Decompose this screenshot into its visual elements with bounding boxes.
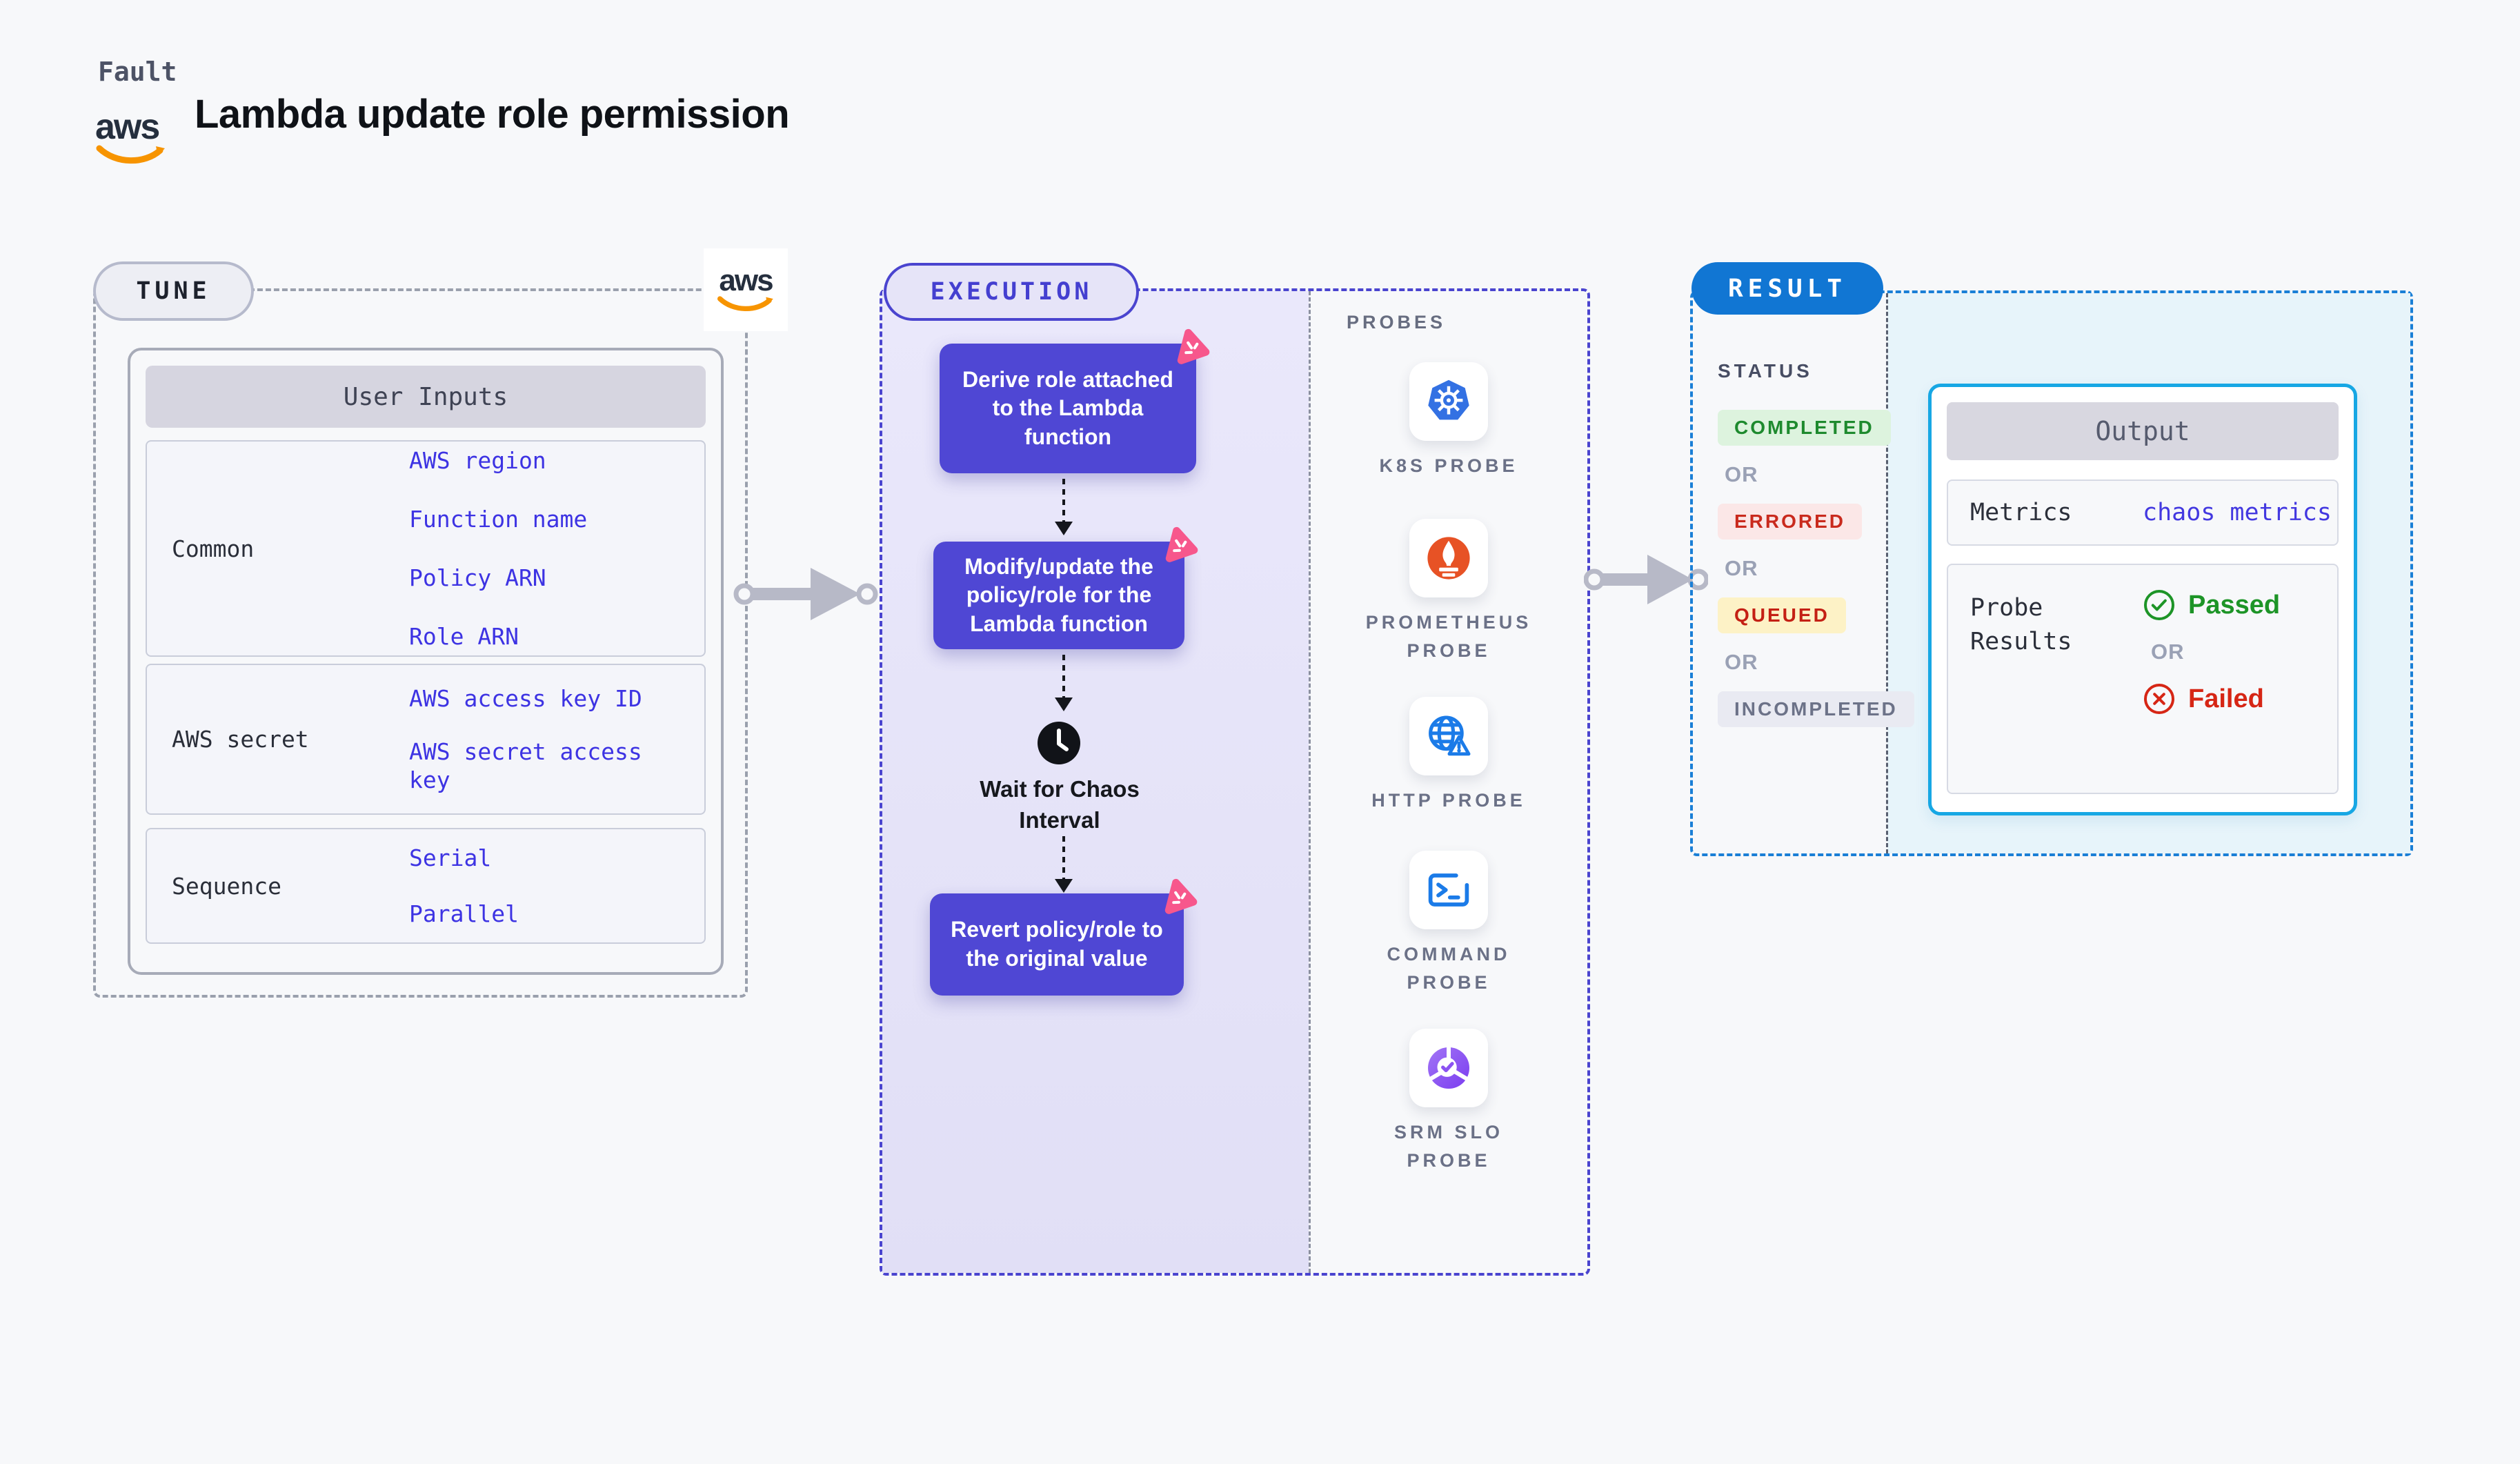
or-label: OR <box>2151 640 2185 664</box>
user-inputs-card: User Inputs Common AWS region Function n… <box>128 348 724 975</box>
input-link-role-arn[interactable]: Role ARN <box>409 623 519 651</box>
aws-logo: aws <box>95 109 178 170</box>
aws-smile-icon <box>717 296 773 312</box>
status-column: STATUS COMPLETED OR ERRORED OR QUEUED OR… <box>1718 360 1914 727</box>
row-values: AWS access key ID AWS secret access key <box>409 665 685 813</box>
page-title: Lambda update role permission <box>195 92 790 137</box>
output-header: Output <box>1947 402 2339 460</box>
probe-card-prometheus <box>1409 519 1488 597</box>
chaos-icon <box>1164 878 1198 914</box>
chaos-icon <box>1177 328 1210 364</box>
failed-label: Failed <box>2188 684 2264 713</box>
failed-row: Failed <box>2143 682 2280 715</box>
probe-label-srm-slo: SRM SLO PROBE <box>1393 1122 1503 1171</box>
or-label: OR <box>1725 556 1758 580</box>
or-label: OR <box>1725 650 1758 674</box>
user-inputs-header: User Inputs <box>146 366 706 428</box>
table-row-aws-secret: AWS secret AWS access key ID AWS secret … <box>146 664 706 815</box>
flow-step-label: Modify/update the policy/role for the La… <box>964 553 1153 636</box>
aws-wordmark: aws <box>719 264 773 297</box>
flow-arrow-down-icon <box>1062 479 1065 524</box>
row-label: Common <box>172 535 255 562</box>
input-link-aws-access-key-id[interactable]: AWS access key ID <box>409 684 642 712</box>
status-heading: STATUS <box>1718 360 1813 382</box>
status-badge-incompleted: INCOMPLETED <box>1718 691 1914 727</box>
failed-x-icon <box>2144 684 2174 714</box>
terminal-icon <box>1428 873 1469 907</box>
chaos-metrics-link[interactable]: chaos metrics <box>2143 499 2332 526</box>
metrics-row: Metrics chaos metrics <box>1947 479 2339 546</box>
passed-check-icon <box>2144 590 2174 620</box>
probe-results-label: Probe Results <box>1970 594 2072 655</box>
row-label: Sequence <box>172 872 281 900</box>
probe-label-k8s: K8S PROBE <box>1379 455 1518 476</box>
row-label: AWS secret <box>172 726 309 753</box>
probe-card-k8s <box>1409 362 1488 441</box>
flow-step-label: Derive role attached to the Lambda funct… <box>962 366 1173 449</box>
table-row-common: Common AWS region Function name Policy A… <box>146 440 706 657</box>
status-output-divider <box>1886 293 1888 853</box>
slo-donut-check-icon <box>1428 1046 1469 1089</box>
input-link-parallel[interactable]: Parallel <box>409 900 519 927</box>
probes-heading: PROBES <box>1347 312 1447 333</box>
aws-wordmark: aws <box>95 107 160 147</box>
kubernetes-icon <box>1428 379 1469 420</box>
input-link-policy-arn[interactable]: Policy ARN <box>409 564 546 591</box>
input-link-serial[interactable]: Serial <box>409 844 492 871</box>
or-label: OR <box>1725 462 1758 486</box>
passed-row: Passed <box>2143 588 2280 622</box>
probe-label-prometheus: PROMETHEUS PROBE <box>1365 612 1532 661</box>
probe-card-srm-slo <box>1409 1029 1488 1107</box>
status-badge-queued: QUEUED <box>1718 597 1846 633</box>
chaos-icon <box>1165 526 1198 562</box>
probe-card-http <box>1409 697 1488 775</box>
fault-eyebrow: Fault <box>98 57 177 87</box>
aws-smile-icon <box>96 145 165 164</box>
status-badge-completed: COMPLETED <box>1718 410 1891 446</box>
probe-results-values: Passed OR Failed <box>2143 565 2280 793</box>
flow-arrow-down-icon <box>1062 836 1065 882</box>
aws-corner-logo: aws <box>704 248 788 331</box>
probe-label-command: COMMAND PROBE <box>1387 944 1511 993</box>
flow-step-label: Revert policy/role to the original value <box>951 917 1163 971</box>
input-link-aws-region[interactable]: AWS region <box>409 446 546 474</box>
row-values: Serial Parallel <box>409 829 685 942</box>
http-globe-warning-icon <box>1429 715 1471 756</box>
result-badge: RESULT <box>1691 262 1883 315</box>
probe-card-command <box>1409 851 1488 929</box>
flow-step-revert-policy: Revert policy/role to the original value <box>930 878 1198 996</box>
flow-arrow-down-icon <box>1062 655 1065 700</box>
prometheus-icon <box>1427 537 1470 580</box>
arrow-tune-to-execution-icon <box>733 568 878 620</box>
probe-label-http: HTTP PROBE <box>1371 790 1526 811</box>
execution-probes-divider <box>1309 291 1311 1273</box>
clock-icon <box>1038 722 1080 764</box>
input-link-function-name[interactable]: Function name <box>409 505 588 533</box>
input-link-aws-secret-access-key[interactable]: AWS secret access key <box>409 738 642 794</box>
flow-step-derive-role: Derive role attached to the Lambda funct… <box>940 328 1210 473</box>
tune-region-frame <box>93 288 748 998</box>
tune-badge: TUNE <box>93 261 254 321</box>
passed-label: Passed <box>2188 590 2281 620</box>
flow-step-modify-policy: Modify/update the policy/role for the La… <box>933 526 1198 649</box>
execution-badge: EXECUTION <box>884 263 1139 321</box>
row-values: AWS region Function name Policy ARN Role… <box>409 442 685 655</box>
output-card: Output Metrics chaos metrics Probe Resul… <box>1928 384 2357 815</box>
status-badge-errored: ERRORED <box>1718 504 1863 540</box>
wait-for-chaos-label: Wait for Chaos Interval <box>980 776 1140 833</box>
probe-results-row: Probe Results Passed OR Failed <box>1947 564 2339 794</box>
arrow-execution-to-result-icon <box>1584 555 1708 604</box>
metrics-label: Metrics <box>1970 498 2072 526</box>
table-row-sequence: Sequence Serial Parallel <box>146 828 706 944</box>
